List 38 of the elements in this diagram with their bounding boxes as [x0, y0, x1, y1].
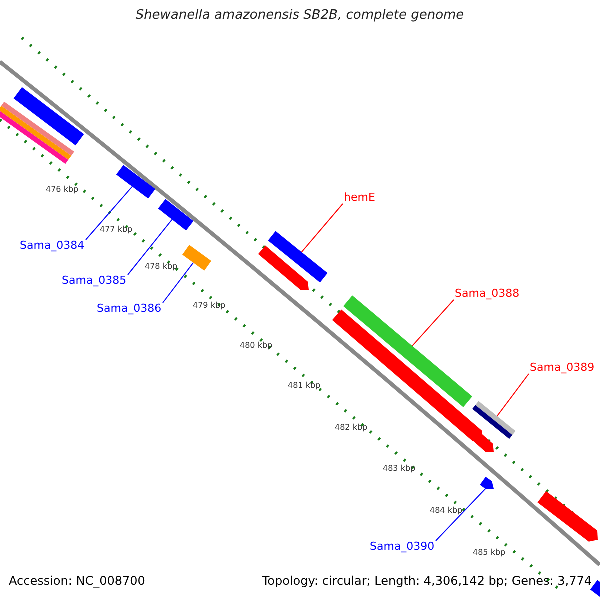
gene-label: Sama_0388 — [455, 288, 520, 300]
tick-label: 484 kbp — [430, 507, 463, 516]
gene-label: Sama_0384 — [20, 240, 85, 252]
gene-bar — [258, 246, 309, 290]
gene-bar — [538, 491, 598, 542]
gene-bar — [182, 245, 212, 271]
leader-line — [86, 186, 133, 240]
leader-line — [301, 204, 344, 253]
gene-label: Sama_0386 — [97, 303, 162, 316]
tick-label: 482 kbp — [335, 424, 368, 433]
tick-label: 481 kbp — [288, 382, 321, 391]
leader-line — [436, 488, 486, 542]
gene-label: Sama_0385 — [62, 275, 127, 288]
tick-label: 480 kbp — [240, 342, 273, 351]
gene-label: hemE — [344, 192, 376, 204]
leader-line — [496, 374, 530, 417]
gene-bar — [472, 401, 516, 440]
gene-bar — [116, 165, 156, 199]
tick-label: 483 kbp — [383, 465, 416, 474]
accession-text: Accession: NC_008700 — [9, 575, 146, 588]
title: Shewanella amazonensis SB2B, complete genome — [134, 9, 466, 24]
tick-label: 478 kbp — [145, 263, 178, 272]
leader-line — [412, 300, 454, 347]
tick-label: 479 kbp — [193, 302, 226, 311]
tick-label: 477 kbp — [100, 226, 133, 235]
tick-label: 485 kbp — [473, 549, 506, 558]
gene-label: Sama_0389 — [530, 362, 595, 374]
gene-bar — [480, 477, 494, 490]
gene-bar — [158, 199, 194, 231]
gene-bar — [0, 102, 74, 164]
leader-line — [128, 219, 173, 276]
tick-label: 476 kbp — [46, 186, 79, 195]
gene-label: Sama_0390 — [370, 541, 435, 554]
gene-bar — [14, 87, 84, 146]
genome-summary: Topology: circular; Length: 4,306,142 bp; Genes: 3,774 — [262, 575, 592, 588]
gene-bar — [590, 580, 600, 598]
gene-bar — [268, 231, 328, 283]
leader-line — [162, 262, 194, 304]
